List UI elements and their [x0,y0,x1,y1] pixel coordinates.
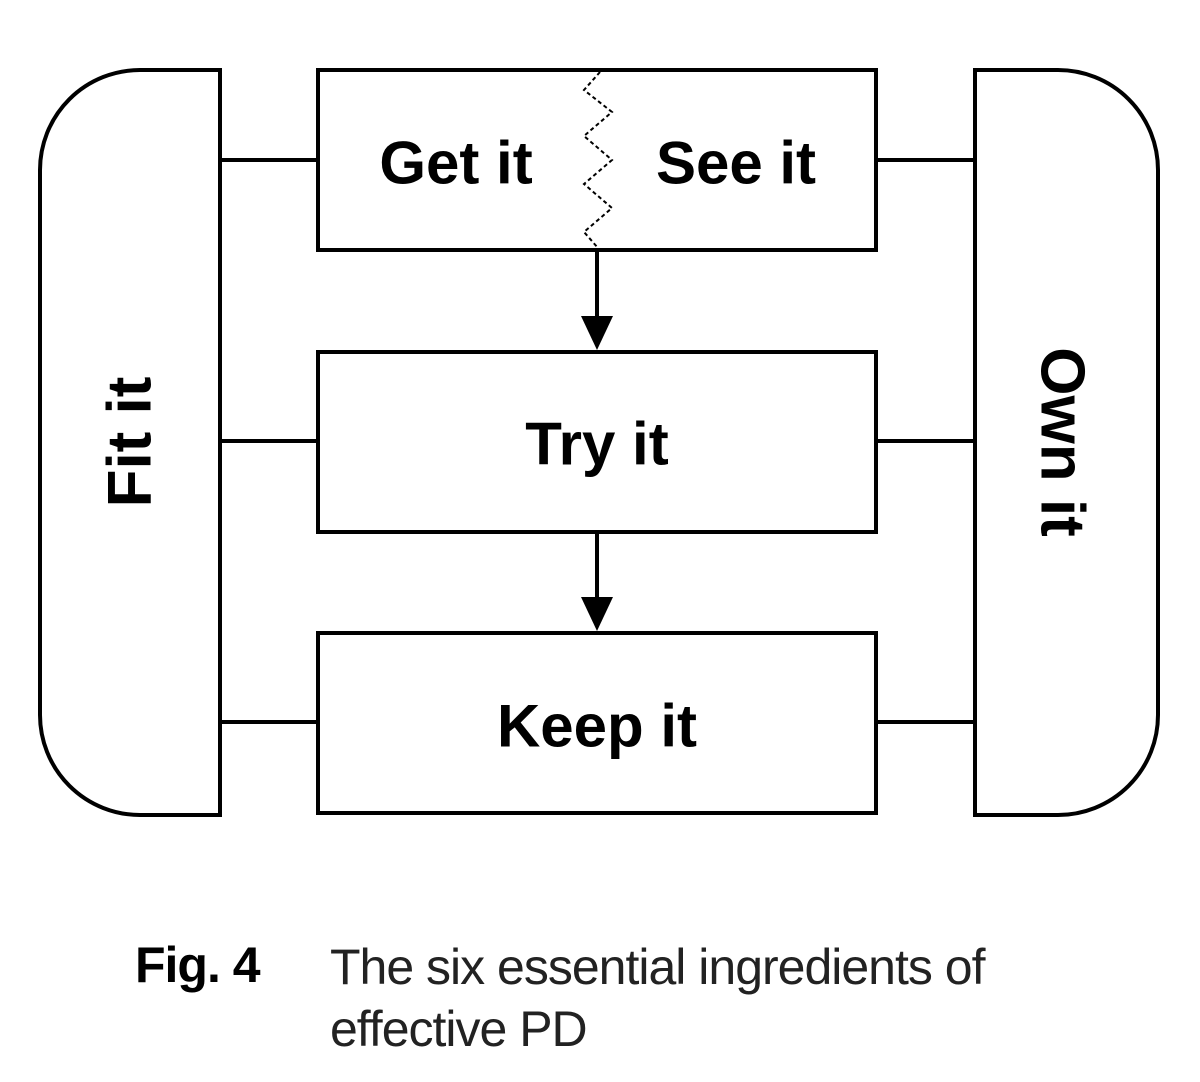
arrowhead-get-to-try [581,316,613,350]
zigzag-divider [582,71,614,249]
arrowhead-try-to-keep [581,597,613,631]
try-it-label: Try it [525,411,668,478]
own-it-panel [973,68,1160,817]
fit-it-panel [38,68,222,817]
see-it-label: See it [656,130,816,197]
caption-label: Fig. 4 [135,937,261,993]
caption-text: The six essential ingredients of effecti… [330,939,985,1057]
get-it-label: Get it [379,130,532,197]
own-it-label: Own it [1028,347,1097,536]
fit-it-label: Fit it [96,377,165,508]
keep-it-label: Keep it [497,693,697,760]
figure-caption: Fig. 4 The six essential ingredients of … [0,930,1200,1070]
